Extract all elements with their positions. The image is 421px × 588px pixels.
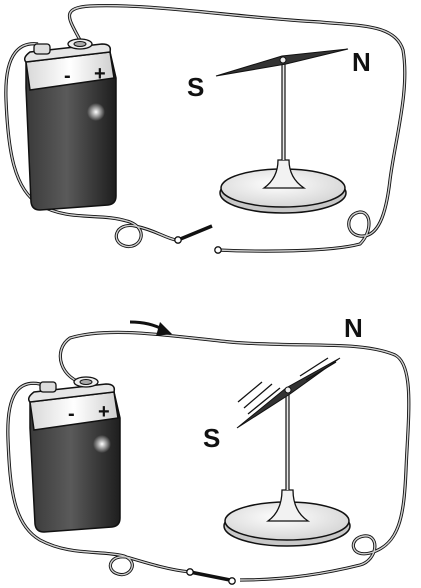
switch-closed-icon	[186, 568, 236, 585]
compass-north-label: N	[344, 313, 363, 343]
compass-stand	[223, 388, 351, 547]
compass-south-label: S	[203, 423, 220, 453]
battery-icon: - +	[27, 376, 121, 533]
motion-lines	[237, 357, 337, 415]
battery-plus-label: +	[98, 401, 110, 423]
battery-minus-label: -	[64, 65, 71, 87]
battery-minus-label: -	[68, 403, 75, 425]
battery-icon: - +	[23, 38, 117, 211]
switch-icon	[174, 224, 222, 254]
current-arrow-icon	[129, 320, 172, 336]
panel-open-circuit: - + S N	[4, 4, 407, 254]
battery-plus-label: +	[94, 63, 106, 85]
panel-closed-circuit: - + S N	[6, 313, 411, 585]
compass-north-label: N	[352, 47, 371, 77]
compass-needle-icon	[215, 48, 349, 77]
compass-south-label: S	[187, 72, 204, 102]
compass-stand	[219, 62, 347, 214]
